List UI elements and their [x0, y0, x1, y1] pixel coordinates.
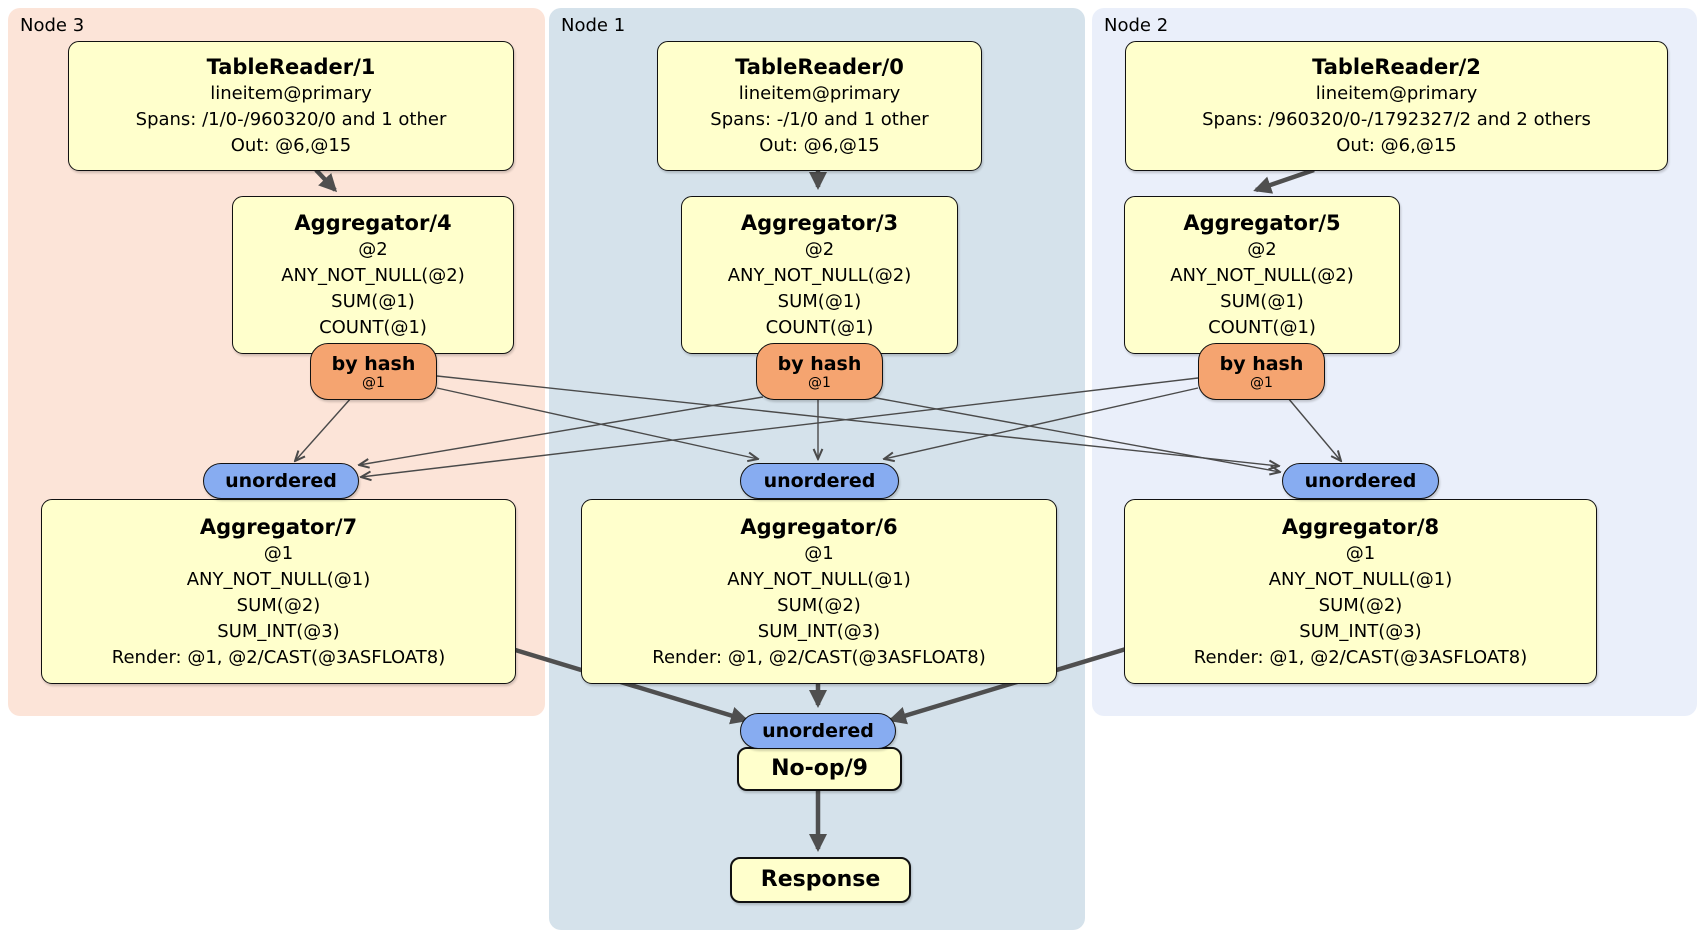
- processor-line: ANY_NOT_NULL(@1): [727, 568, 911, 590]
- processor-title: No-op/9: [771, 756, 868, 781]
- processor-line: ANY_NOT_NULL(@1): [186, 568, 371, 590]
- processor-line: @2: [804, 239, 835, 260]
- aggregator5-box: Aggregator/5 @2 ANY_NOT_NULL(@2) SUM(@1)…: [1124, 196, 1400, 354]
- router-by-hash-3: by hash @1: [756, 343, 883, 400]
- processor-line: Out: @6,@15: [230, 135, 352, 156]
- tablereader0-box: TableReader/0 lineitem@primary Spans: -/…: [657, 41, 982, 171]
- processor-line: Out: @6,@15: [1336, 135, 1457, 156]
- sync-unordered-7: unordered: [203, 463, 359, 499]
- node2-label: Node 2: [1104, 15, 1169, 36]
- processor-title: Aggregator/3: [740, 211, 899, 235]
- response-box: Response: [730, 857, 911, 903]
- processor-title: Aggregator/7: [199, 514, 358, 539]
- processor-line: @1: [1345, 542, 1376, 564]
- aggregator4-box: Aggregator/4 @2 ANY_NOT_NULL(@2) SUM(@1)…: [232, 196, 514, 354]
- processor-line: lineitem@primary: [1315, 83, 1478, 104]
- processor-line: Render: @1, @2/CAST(@3ASFLOAT8): [652, 646, 986, 668]
- sync-unordered-6: unordered: [740, 463, 899, 499]
- aggregator7-box: Aggregator/7 @1 ANY_NOT_NULL(@1) SUM(@2)…: [41, 499, 516, 684]
- processor-line: Render: @1, @2/CAST(@3ASFLOAT8): [111, 646, 446, 668]
- tablereader2-box: TableReader/2 lineitem@primary Spans: /9…: [1125, 41, 1668, 171]
- processor-title: Aggregator/6: [740, 514, 898, 539]
- sync-unordered-8: unordered: [1282, 463, 1439, 499]
- node1-label: Node 1: [561, 15, 626, 36]
- processor-line: COUNT(@1): [319, 317, 427, 338]
- processor-line: SUM(@2): [236, 594, 321, 616]
- processor-line: SUM(@1): [331, 291, 415, 312]
- aggregator8-box: Aggregator/8 @1 ANY_NOT_NULL(@1) SUM(@2)…: [1124, 499, 1597, 684]
- processor-line: Render: @1, @2/CAST(@3ASFLOAT8): [1193, 646, 1528, 668]
- processor-title: Aggregator/4: [294, 211, 452, 235]
- processor-title: Aggregator/8: [1281, 514, 1440, 539]
- processor-line: SUM_INT(@3): [217, 620, 340, 642]
- processor-line: SUM(@1): [777, 291, 862, 312]
- processor-line: Out: @6,@15: [759, 135, 880, 156]
- router-by-hash-5: by hash @1: [1198, 343, 1325, 400]
- sync-label: unordered: [762, 720, 874, 742]
- processor-line: SUM(@2): [777, 594, 861, 616]
- processor-line: @2: [1247, 239, 1277, 260]
- processor-line: @1: [804, 542, 834, 564]
- processor-line: SUM(@2): [1318, 594, 1403, 616]
- processor-title: TableReader/0: [735, 55, 904, 79]
- noop-box: No-op/9: [737, 747, 902, 791]
- router-detail: @1: [362, 374, 385, 391]
- processor-line: SUM(@1): [1220, 291, 1304, 312]
- processor-line: ANY_NOT_NULL(@2): [281, 265, 465, 286]
- node3-label: Node 3: [20, 15, 85, 36]
- sync-label: unordered: [1304, 470, 1417, 492]
- aggregator3-box: Aggregator/3 @2 ANY_NOT_NULL(@2) SUM(@1)…: [681, 196, 958, 354]
- router-label: by hash: [777, 352, 862, 375]
- router-detail: @1: [1250, 374, 1273, 391]
- processor-line: SUM_INT(@3): [1299, 620, 1422, 642]
- processor-line: Spans: /1/0-/960320/0 and 1 other: [135, 109, 447, 130]
- sync-label: unordered: [225, 470, 337, 492]
- processor-line: Spans: /960320/0-/1792327/2 and 2 others: [1202, 109, 1591, 130]
- processor-line: SUM_INT(@3): [757, 620, 881, 642]
- sync-unordered-final: unordered: [740, 713, 896, 749]
- processor-line: Spans: -/1/0 and 1 other: [710, 109, 929, 130]
- processor-line: @2: [358, 239, 388, 260]
- processor-line: ANY_NOT_NULL(@2): [1170, 265, 1354, 286]
- processor-line: lineitem@primary: [210, 83, 372, 104]
- processor-line: ANY_NOT_NULL(@2): [727, 265, 912, 286]
- router-detail: @1: [808, 374, 831, 391]
- processor-line: @1: [263, 542, 294, 564]
- aggregator6-box: Aggregator/6 @1 ANY_NOT_NULL(@1) SUM(@2)…: [581, 499, 1057, 684]
- processor-title: TableReader/1: [206, 55, 376, 79]
- router-label: by hash: [1219, 352, 1304, 375]
- router-by-hash-4: by hash @1: [310, 343, 437, 400]
- processor-line: COUNT(@1): [765, 317, 874, 338]
- processor-title: Aggregator/5: [1183, 211, 1341, 235]
- router-label: by hash: [331, 352, 416, 375]
- sync-label: unordered: [763, 470, 876, 492]
- processor-line: lineitem@primary: [738, 83, 901, 104]
- tablereader1-box: TableReader/1 lineitem@primary Spans: /1…: [68, 41, 514, 171]
- processor-line: ANY_NOT_NULL(@1): [1268, 568, 1453, 590]
- processor-line: COUNT(@1): [1208, 317, 1316, 338]
- processor-title: Response: [760, 867, 881, 892]
- processor-title: TableReader/2: [1312, 55, 1481, 79]
